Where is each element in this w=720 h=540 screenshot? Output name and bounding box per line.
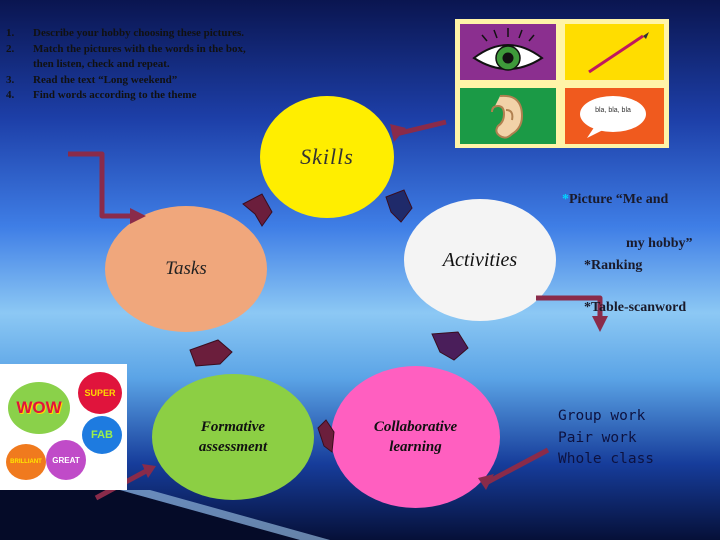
activities-list: *Picture “Me and my hobby” *Ranking *Tab… [562,192,720,322]
chevron-arrow-icon [317,419,335,453]
great-sticker: GREAT [46,440,86,480]
arrowhead-icon [142,464,156,478]
task-item: 2.Match the pictures with the words in t… [6,42,246,71]
bottom-band [0,490,330,540]
connector-arrow [68,151,130,219]
activities-circle: Activities [404,199,556,321]
arrowhead-icon [130,208,146,224]
stickers-picture: WOW SUPER FAB BRILLIANT GREAT [0,364,127,490]
tasks-label: Tasks [165,258,207,279]
chevron-arrow-icon [385,189,413,223]
tasks-circle: Tasks [105,206,267,332]
skills-circle: Skills [260,96,394,218]
chevron-arrow-icon [242,193,273,227]
speech-bubble-text: bla, bla, bla [595,107,631,114]
chevron-arrow-icon [189,339,233,367]
work-mode-item: Pair work [558,429,637,446]
work-mode-item: Group work [558,408,646,424]
pencil-icon [588,32,649,74]
super-sticker: SUPER [78,372,122,414]
arrowhead-icon [390,124,406,142]
work-mode-item: Whole class [558,451,655,467]
arrowhead-icon [592,316,608,332]
task-item: 3.Read the text “Long weekend” [6,73,178,86]
eye-picture [460,24,556,80]
speech-bubble-icon [580,96,646,138]
tasks-list: 1.Describe your hobby choosing these pic… [6,26,264,104]
skills-label: Skills [300,144,354,169]
ear-icon [491,94,524,139]
wow-sticker: WOW [8,382,70,434]
arrowhead-icon [478,474,494,490]
skills-picture-grid: bla, bla, bla [455,19,669,148]
connector-arrow [536,295,603,318]
pencil-picture [565,24,664,80]
fab-sticker: FAB [82,416,122,454]
work-modes: Group work Pair work Whole class [558,406,708,471]
speech-picture: bla, bla, bla [565,88,664,144]
task-item: 1.Describe your hobby choosing these pic… [6,27,245,39]
chevron-arrow-icon [431,331,469,361]
activity-picture-line1: *Picture “Me and [562,192,669,207]
eye-icon [472,28,544,71]
activity-ranking: *Ranking [584,258,643,273]
ear-picture [460,88,556,144]
connector-arrow [395,119,447,137]
brilliant-sticker: BRILLIANT [6,444,46,480]
activities-label: Activities [442,248,518,271]
task-item: 4.Find words according to the theme [6,89,197,101]
connector-arrow [482,447,550,487]
activity-picture-line2: my hobby” [626,236,693,251]
activity-table: *Table-scanword [584,300,687,315]
